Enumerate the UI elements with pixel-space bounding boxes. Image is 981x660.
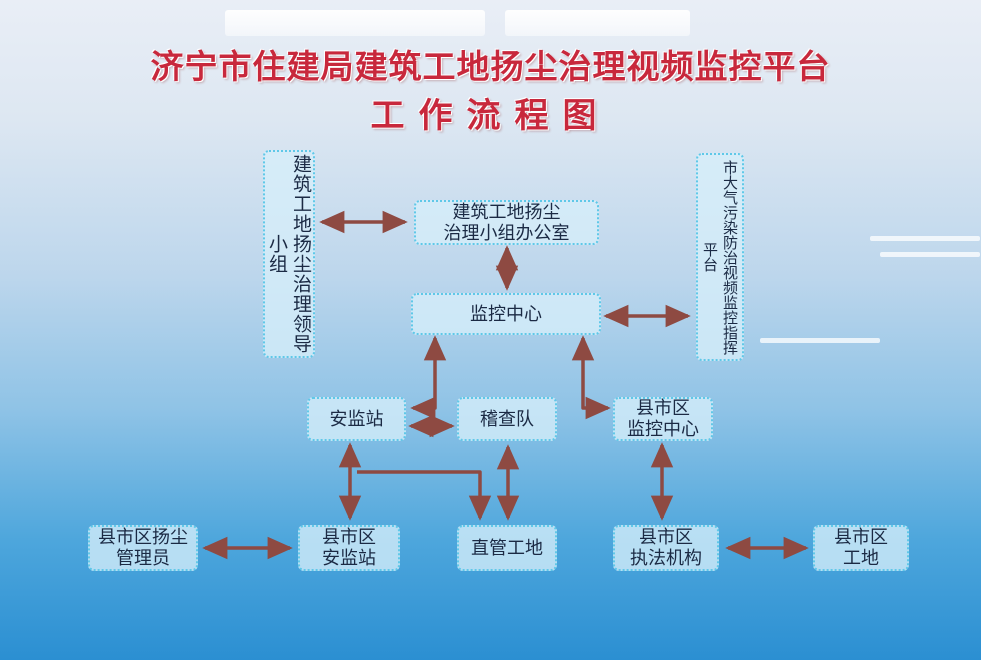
node-county-site-line1: 县市区 — [834, 527, 888, 548]
sub-title: 工作流程图 — [370, 96, 611, 136]
node-monitor-center: 监控中心 — [411, 293, 601, 335]
node-county-site: 县市区 工地 — [813, 525, 909, 571]
node-inspection-team: 稽查队 — [457, 397, 557, 441]
light-stripe — [870, 236, 980, 241]
node-county-safety-line1: 县市区 — [322, 527, 376, 548]
node-county-dust-admin-line1: 县市区扬尘 — [98, 527, 188, 548]
node-office-line2: 治理小组办公室 — [443, 222, 570, 244]
light-stripe — [880, 252, 980, 257]
node-county-enforcement-line2: 执法机构 — [630, 548, 702, 569]
node-office-line1: 建筑工地扬尘 — [452, 201, 561, 223]
node-county-monitor-line1: 县市区 — [636, 398, 690, 419]
arrow-monitor-safety — [410, 335, 447, 420]
arrow-monitor-countymonitor — [571, 335, 611, 420]
node-leader-group: 建筑工地扬尘治理领导小组 — [263, 150, 315, 358]
node-direct-site: 直管工地 — [457, 525, 557, 571]
node-county-enforcement: 县市区 执法机构 — [613, 525, 719, 571]
node-county-dust-admin: 县市区扬尘 管理员 — [88, 525, 198, 571]
node-county-safety: 县市区 安监站 — [298, 525, 400, 571]
node-safety-station: 安监站 — [307, 397, 406, 441]
ceiling-light-reflection — [505, 10, 690, 36]
node-city-air-platform: 市大气污染防治视频监控指挥平台 — [696, 153, 744, 361]
ceiling-light-reflection — [225, 10, 485, 36]
arrow-safety-directsite — [357, 470, 492, 521]
node-county-site-line2: 工地 — [843, 548, 879, 569]
node-county-enforcement-line1: 县市区 — [639, 527, 693, 548]
node-office: 建筑工地扬尘 治理小组办公室 — [414, 200, 599, 245]
node-county-monitor: 县市区 监控中心 — [613, 397, 713, 441]
light-stripe — [760, 338, 880, 343]
main-title: 济宁市住建局建筑工地扬尘治理视频监控平台 — [150, 47, 831, 86]
node-county-dust-admin-line2: 管理员 — [116, 548, 170, 569]
node-county-monitor-line2: 监控中心 — [627, 419, 699, 440]
node-county-safety-line2: 安监站 — [322, 548, 376, 569]
